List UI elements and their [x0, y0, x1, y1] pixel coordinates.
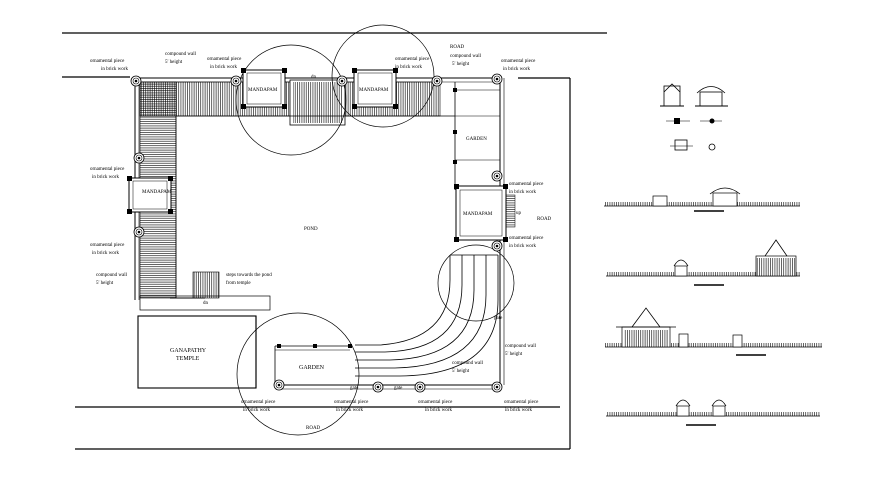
note-orn-bot-3-1: ornamental piece	[418, 400, 453, 405]
mandapam-top-left	[241, 68, 287, 109]
mandapam-label-top-left: MANDAPAM	[248, 88, 278, 93]
note-orn-bot-3-2: in brick work	[425, 408, 452, 413]
note-orn-top-mid-2: in brick work	[210, 65, 237, 70]
road-label-bottom: ROAD	[306, 426, 321, 431]
mandapam-top-right	[352, 68, 398, 109]
note-cw-top-right-2: 5' height	[452, 62, 470, 67]
note-orn-left-a-1: ornamental piece	[90, 167, 125, 172]
note-orn-bot-1-1: ornamental piece	[241, 400, 276, 405]
gate-label-bottom-2: gate	[394, 386, 403, 391]
note-orn-right-a-1: ornamental piece	[509, 182, 544, 187]
note-orn-left-b-2: in brick work	[92, 251, 119, 256]
note-cw-left-1: compound wall	[96, 273, 128, 278]
elevation-3	[605, 307, 822, 356]
note-orn-right-b-2: in brick work	[509, 244, 536, 249]
up-label: up	[516, 211, 522, 216]
note-cw-top-2: 5' height	[165, 60, 183, 65]
mandapam-label-right: MANDAPAM	[463, 212, 493, 217]
mandapam-left	[127, 176, 173, 214]
note-orn-bot-4-1: ornamental piece	[504, 400, 539, 405]
detail-sketches	[660, 83, 728, 151]
pond-label: POND	[304, 227, 318, 232]
note-orn-top-right-2: in brick work	[503, 67, 530, 72]
garden-label-right: GARDEN	[466, 137, 487, 142]
note-cw-top-1: compound wall	[165, 52, 197, 57]
dn-label-bottom: dn	[203, 301, 209, 306]
note-orn-bot-2-1: ornamental piece	[334, 400, 369, 405]
road-boundary-lines	[62, 32, 607, 450]
note-orn-bot-4-2: in brick work	[505, 408, 532, 413]
curved-pathway	[355, 254, 499, 377]
mandapam-label-top-right: MANDAPAM	[359, 88, 389, 93]
road-label-right: ROAD	[537, 217, 552, 222]
note-orn-bot-2-2: in brick work	[336, 408, 363, 413]
note-cw-mid-2: 5' height	[452, 369, 470, 374]
dn-label-top: dn	[311, 75, 317, 80]
temple-label-line2: TEMPLE	[176, 356, 200, 362]
bottom-garden	[274, 344, 352, 385]
mandapam-label-left: MANDAPAM	[142, 190, 172, 195]
elevation-4	[606, 399, 820, 426]
ganapathy-temple	[137, 315, 257, 389]
note-orn-top-left-2: in brick work	[101, 67, 128, 72]
right-garden-strip	[453, 88, 500, 164]
plan-labels: ROAD ROAD ROAD MANDAPAM MANDAPAM MANDAPA…	[142, 45, 552, 431]
tree-canopy-circles	[235, 24, 515, 436]
temple-label-line1: GANAPATHY	[170, 348, 207, 354]
note-cw-left-2: 5' height	[96, 281, 114, 286]
steps-label-line1: steps towards the pond	[226, 273, 272, 278]
elevation-2	[606, 239, 800, 286]
note-cw-top-right-1: compound wall	[450, 54, 482, 59]
road-label-top: ROAD	[450, 45, 465, 50]
mandapam-right	[454, 184, 516, 242]
pond-boundary	[175, 82, 456, 298]
plan-annotations: ornamental piece in brick work compound …	[90, 52, 544, 413]
note-cw-right-1: compound wall	[505, 344, 537, 349]
note-orn-right-b-1: ornamental piece	[509, 236, 544, 241]
bottom-left-platform	[139, 271, 271, 311]
note-orn-top-mid2-1: ornamental piece	[395, 57, 430, 62]
note-orn-bot-1-2: in brick work	[243, 408, 270, 413]
garden-label-bottom: GARDEN	[299, 365, 325, 371]
note-cw-mid-1: compound wall	[452, 361, 484, 366]
note-orn-top-right-1: ornamental piece	[501, 59, 536, 64]
gate-label-right: gate	[494, 316, 503, 321]
gate-label-bottom-1: gate	[350, 386, 359, 391]
note-orn-top-mid-1: ornamental piece	[207, 57, 242, 62]
note-orn-left-a-2: in brick work	[92, 175, 119, 180]
note-orn-top-left-1: ornamental piece	[90, 59, 125, 64]
note-orn-left-b-1: ornamental piece	[90, 243, 125, 248]
note-orn-right-a-2: in brick work	[509, 190, 536, 195]
note-cw-right-2: 5' height	[505, 352, 523, 357]
elevation-1	[604, 187, 800, 212]
note-orn-top-mid2-2: in brick work	[395, 65, 422, 70]
steps-label-line2: from temple	[226, 281, 251, 286]
